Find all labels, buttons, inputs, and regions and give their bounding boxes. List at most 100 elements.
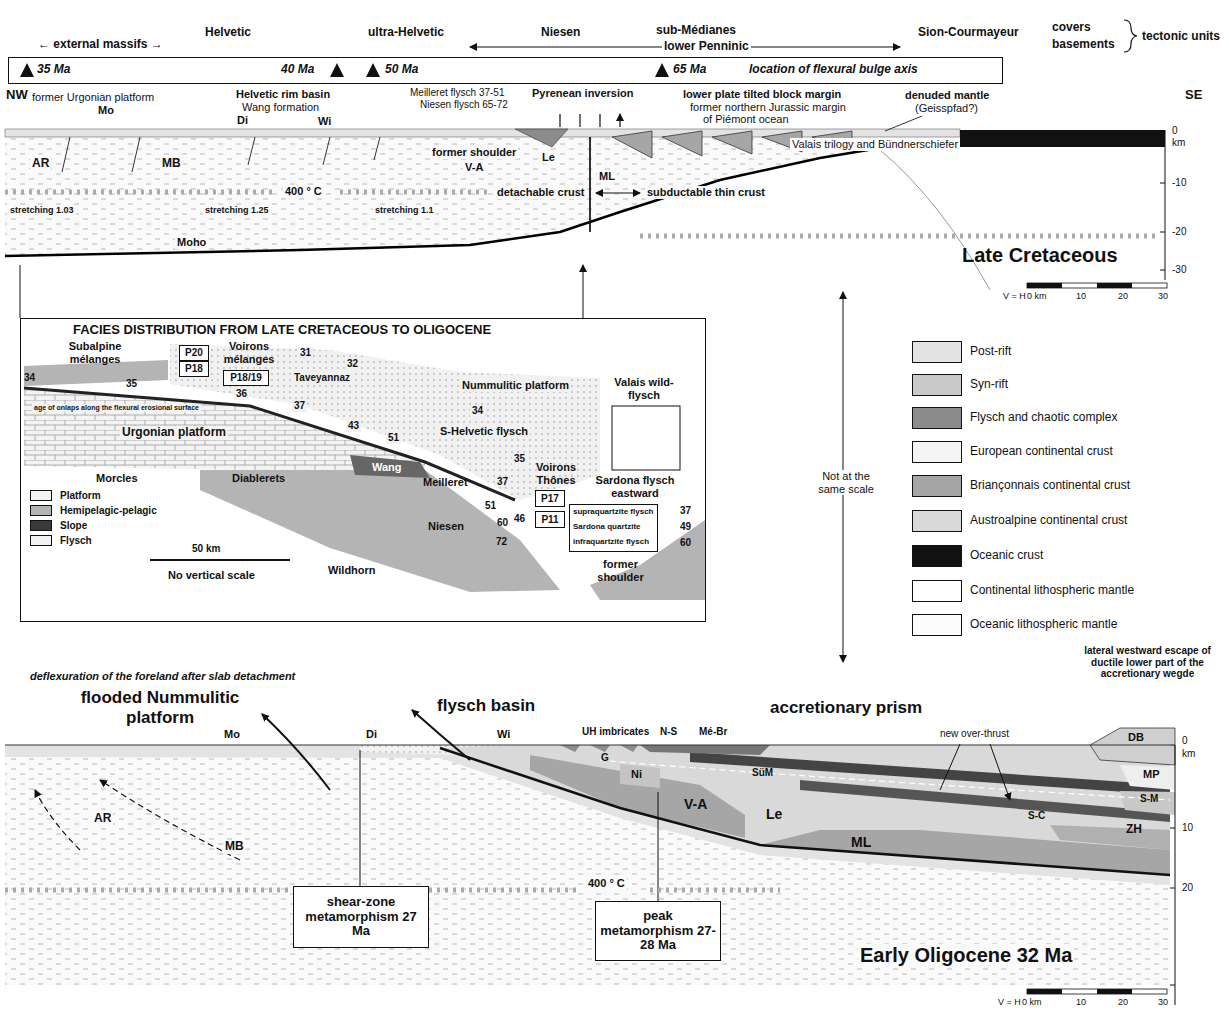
section-label: Valais wild-flysch	[604, 376, 684, 401]
section-label: km	[1182, 748, 1195, 760]
section-label: 37	[497, 476, 508, 488]
facies-box: P20	[179, 345, 209, 361]
section-label: Subalpine mélanges	[55, 340, 135, 365]
box-label: peak metamorphism 27-28 Ma	[600, 909, 716, 954]
section-label: Morcles	[96, 472, 138, 485]
section-label: Urgonian platform	[120, 426, 228, 440]
facies-box: P18	[179, 361, 209, 377]
facies-box: P18/19	[223, 370, 269, 386]
box-label: P20	[185, 347, 203, 359]
section-label: former northern Jurassic margin	[690, 101, 846, 114]
section-label: S-M	[1140, 793, 1158, 805]
section-label: Niesen	[428, 520, 464, 533]
legend-swatch	[912, 407, 962, 429]
section-label: Wi	[497, 728, 510, 741]
section-label: G	[601, 752, 609, 764]
section-label: 49	[680, 521, 691, 533]
section-label: subductable thin crust	[645, 186, 767, 199]
section-label: Pyrenean inversion	[532, 87, 634, 100]
box-label: 35 Ma	[37, 63, 70, 77]
section-label: Sion-Courmayeur	[918, 26, 1019, 40]
legend-swatch	[912, 341, 962, 363]
section-label: 400 ° C	[283, 185, 324, 198]
early-oligocene-section	[5, 710, 1175, 1005]
section-label: 30	[1158, 997, 1168, 1007]
section-label: 35	[512, 453, 527, 465]
section-label: lower Penninic	[662, 40, 751, 54]
section-label: Niesen	[541, 26, 580, 40]
box-label: P17	[541, 493, 559, 505]
legend-swatch	[912, 510, 962, 532]
section-label: Wang	[372, 461, 402, 474]
facies-box: P17	[535, 490, 565, 507]
section-label: 0	[1182, 735, 1188, 747]
section-label: DB	[1128, 731, 1144, 744]
section-label: 0 km	[1027, 291, 1047, 301]
section-label: 400 ° C	[586, 877, 627, 890]
legend-label: Briançonnais continental crust	[970, 479, 1130, 493]
section-label: 20	[1182, 882, 1193, 894]
section-label: Wi	[318, 115, 331, 128]
section-label: SüM	[752, 767, 773, 779]
section-label: 32	[345, 358, 360, 370]
section-label: ML	[597, 170, 617, 183]
bulge-axis-bar: 35 Ma40 Ma50 Ma65 Malocation of flexural…	[8, 57, 1003, 84]
section-label: N-S	[660, 726, 677, 738]
box-label: Sardona quartzite	[573, 522, 641, 531]
legend-swatch	[30, 535, 52, 546]
section-label: Mé-Br	[699, 726, 727, 738]
section-label: ZH	[1126, 823, 1142, 837]
legend-label: Flysch and chaotic complex	[970, 411, 1117, 425]
section-label: stretching 1.1	[373, 205, 436, 215]
section-label: Helvetic rim basin	[236, 88, 330, 101]
section-label: -30	[1172, 264, 1186, 276]
section-label: V-A	[684, 796, 707, 812]
section-label: 60	[497, 517, 508, 529]
section-label: -10	[1172, 177, 1186, 189]
section-label: (Geisspfad?)	[915, 102, 978, 115]
legend-label: Austroalpine continental crust	[970, 514, 1127, 528]
legend-swatch	[912, 545, 962, 567]
header-art	[20, 20, 1137, 77]
section-label: UH imbricates	[582, 726, 649, 738]
section-label: -20	[1172, 226, 1186, 238]
legend-label: Hemipelagic-pelagic	[60, 505, 157, 517]
section-label: tectonic units	[1142, 30, 1220, 44]
section-label: of Piémont ocean	[703, 113, 789, 126]
section-label: Late Cretaceous	[962, 244, 1118, 267]
legend-label: European continental crust	[970, 445, 1113, 459]
section-label: Le	[540, 151, 557, 164]
section-label: ML	[851, 834, 871, 850]
section-label: 31	[298, 347, 313, 359]
section-label: 0	[1172, 125, 1178, 137]
section-label: new over-thrust	[940, 728, 1009, 740]
section-label: MB	[160, 157, 183, 171]
box-label: FACIES DISTRIBUTION FROM LATE CRETACEOUS…	[73, 323, 491, 338]
section-label: Le	[766, 806, 782, 822]
section-label: 37	[680, 505, 691, 517]
section-label: 60	[680, 537, 691, 549]
section-label: former Urgonian platform	[32, 91, 154, 104]
section-label: 51	[485, 500, 496, 512]
section-label: No vertical scale	[168, 569, 255, 582]
section-label: basements	[1052, 38, 1115, 52]
section-label: 34	[470, 405, 485, 417]
section-label: Helvetic	[205, 26, 251, 40]
section-label: 10	[1182, 822, 1193, 834]
metamorphism-box: peak metamorphism 27-28 Ma	[595, 901, 721, 961]
legend-swatch	[912, 614, 962, 636]
section-label: lower plate tilted block margin	[683, 88, 841, 101]
section-label: detachable crust	[495, 186, 586, 199]
box-label: 50 Ma	[385, 63, 418, 77]
section-label: Voirons mélanges	[214, 340, 284, 365]
legend-label: Continental lithospheric mantle	[970, 584, 1134, 598]
box-label: supraquartzite flysch	[573, 507, 653, 516]
legend-label: Platform	[60, 490, 101, 502]
section-label: S-C	[1028, 810, 1045, 822]
section-label: km	[1172, 137, 1185, 149]
metamorphism-box: shear-zone metamorphism 27 Ma	[293, 886, 429, 948]
legend-swatch	[912, 374, 962, 396]
section-label: Valais trilogy and Bündnerschiefer	[790, 138, 960, 151]
section-label: Diablerets	[232, 472, 285, 485]
section-label: NW	[6, 88, 28, 103]
